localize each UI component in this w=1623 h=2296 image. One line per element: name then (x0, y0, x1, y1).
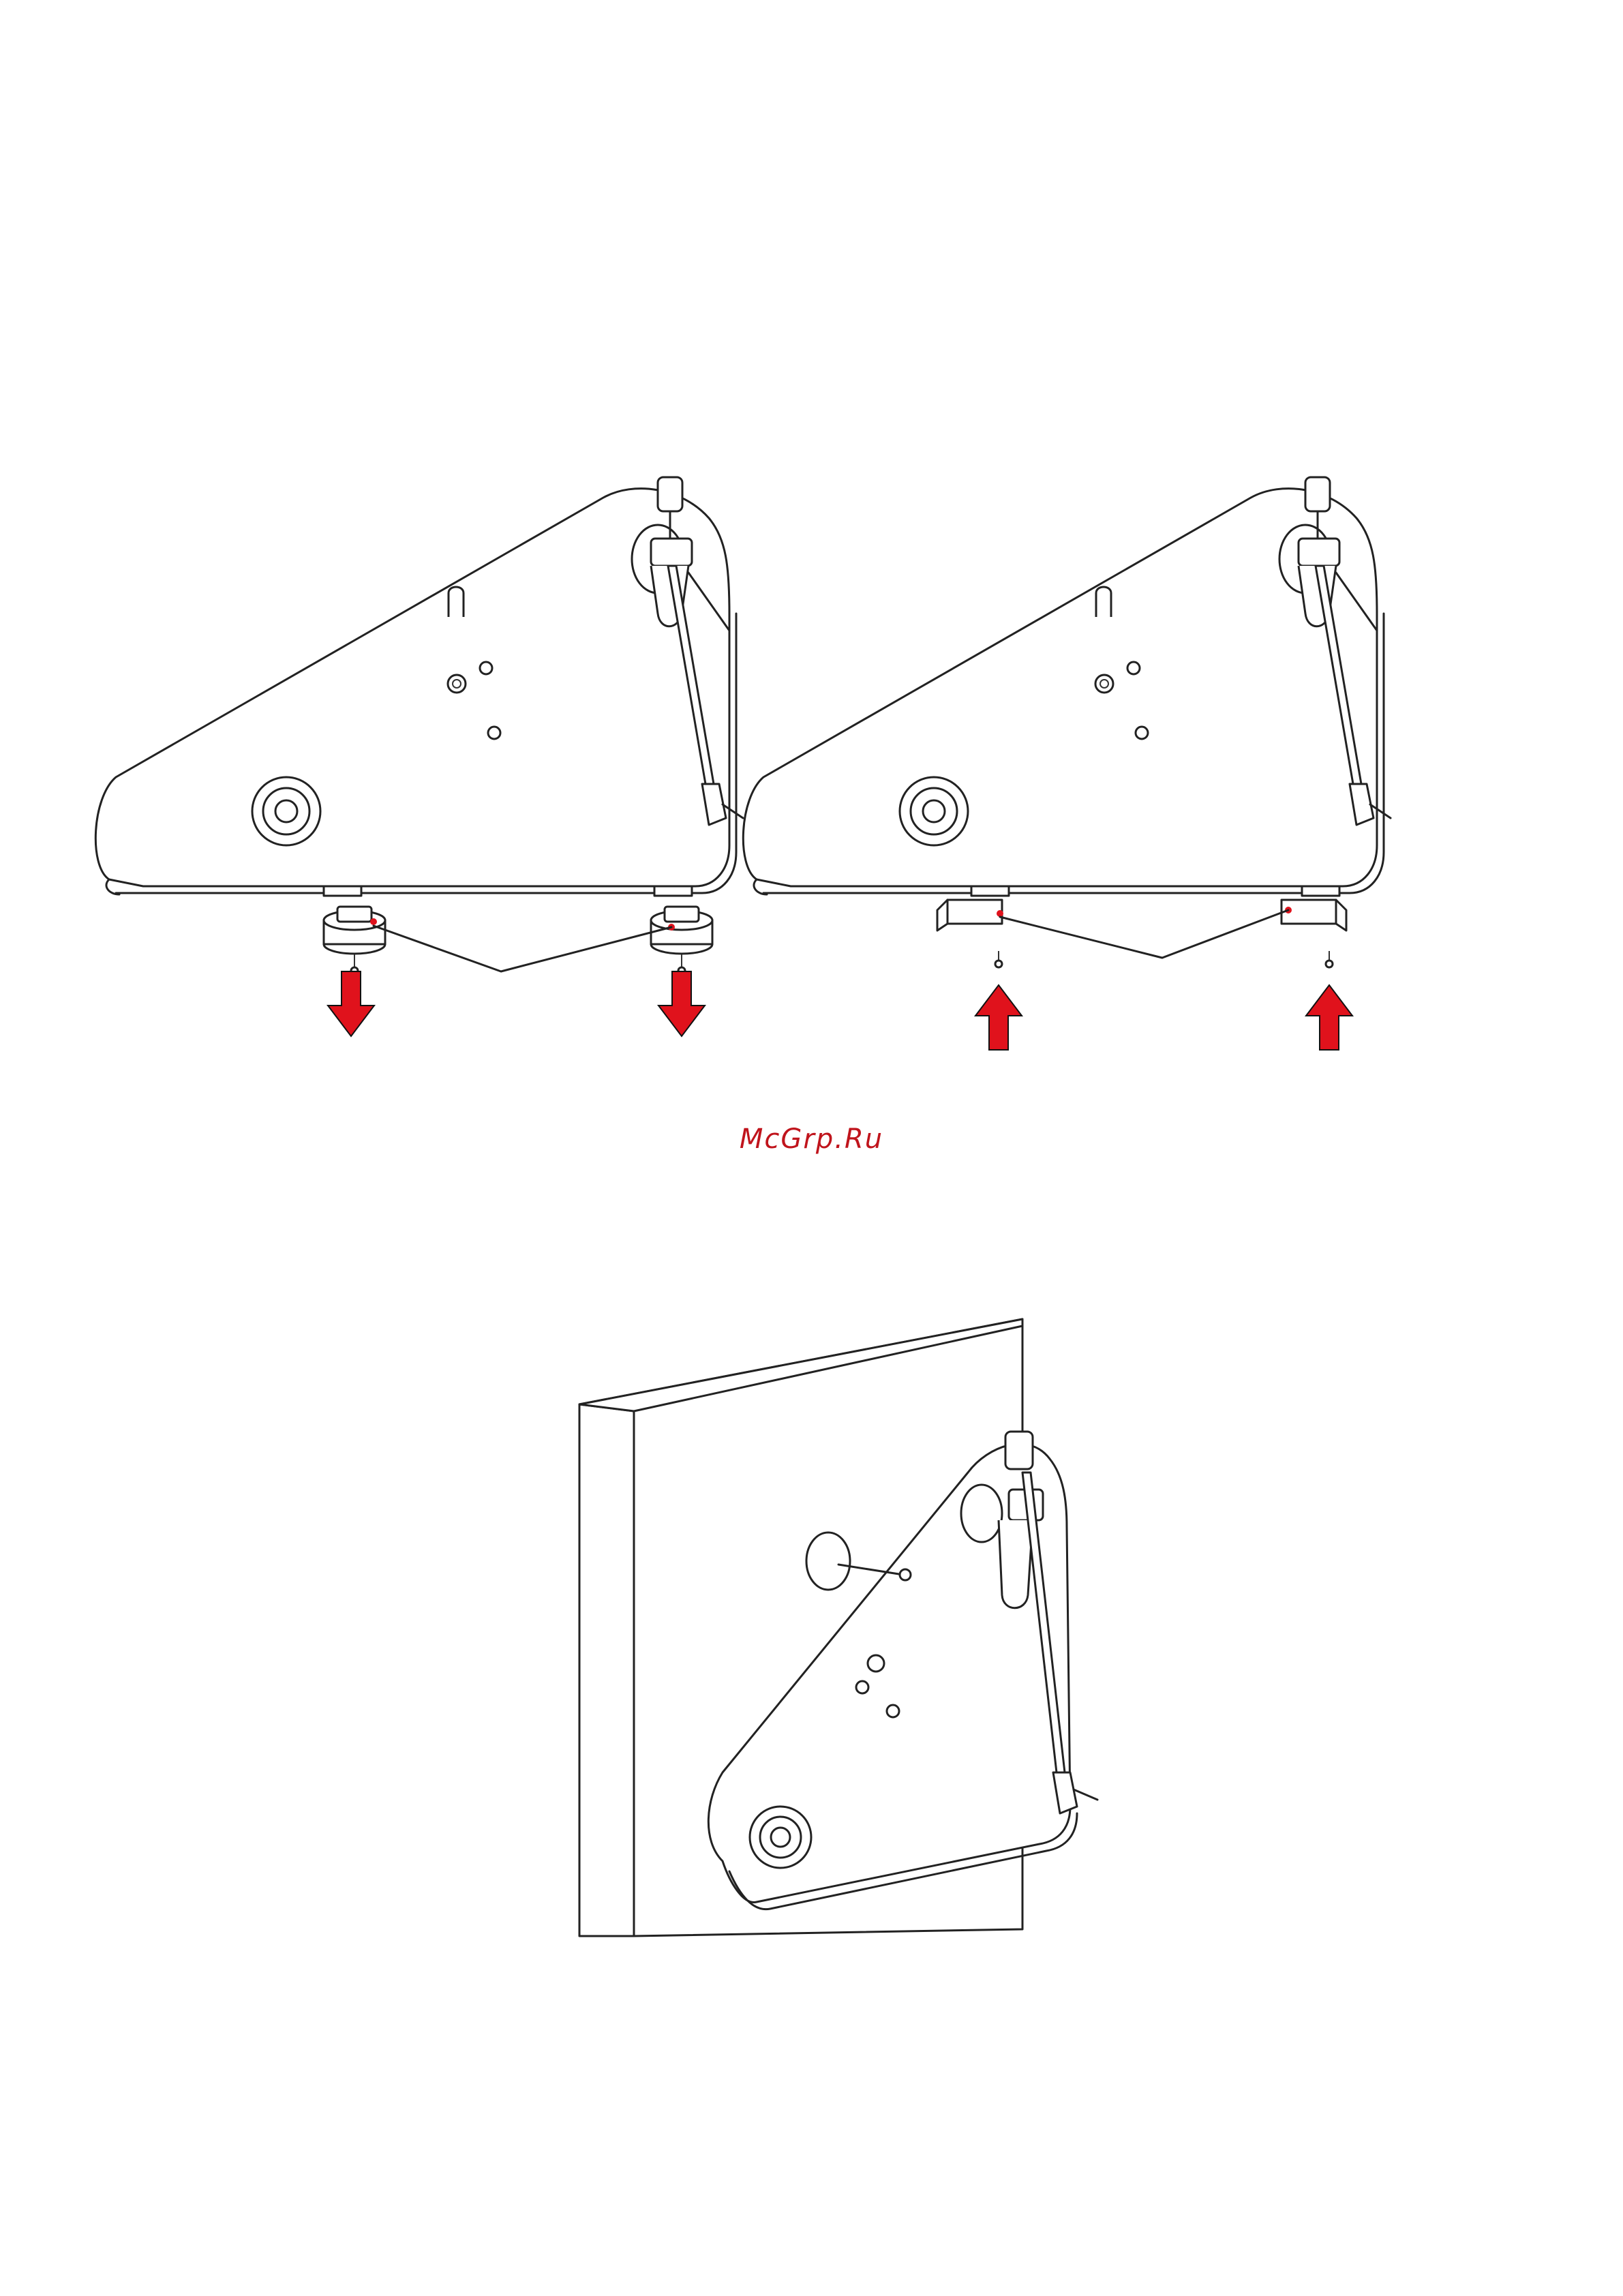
turntable-feet-removal-figure (95, 477, 743, 1036)
arrow-up-right-icon (1306, 985, 1352, 1050)
right-wall-bracket (1281, 900, 1346, 967)
left-foot (324, 907, 385, 974)
left-wall-bracket (937, 900, 1003, 967)
turntable-wall-mount-figure (579, 1319, 1097, 1936)
watermark-text: McGrp.Ru (0, 1123, 1623, 1155)
turntable-bracket-attach-figure (743, 477, 1391, 1050)
arrow-up-left-icon (975, 985, 1022, 1050)
arrow-down-left-icon (328, 971, 374, 1036)
arrow-down-right-icon (658, 971, 705, 1036)
right-foot (651, 907, 712, 974)
